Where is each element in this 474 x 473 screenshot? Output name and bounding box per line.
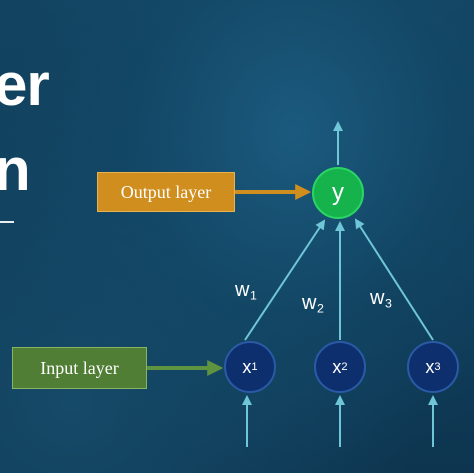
connection-x1-y: [244, 219, 326, 341]
weight-label-w1: w1: [235, 279, 257, 303]
output-layer-label: Output layer: [97, 172, 235, 212]
weight-w3-sub: 3: [384, 296, 393, 311]
input-node-x2-sub: 2: [341, 361, 348, 373]
input-layer-label: Input layer: [12, 347, 147, 389]
connection-x3-y: [354, 218, 434, 341]
input-node-x2-base: x: [332, 356, 342, 377]
weight-label-w2: w2: [302, 292, 324, 316]
weight-w1-sub: 1: [249, 288, 258, 303]
weight-w3-base: w: [370, 287, 385, 309]
output-node-y: y: [312, 167, 364, 219]
weight-w1-base: w: [235, 279, 250, 301]
input-node-x3-base: x: [425, 356, 435, 377]
input-node-x1-base: x: [242, 356, 252, 377]
weight-w2-sub: 2: [316, 301, 325, 316]
input-node-x3-sub: 3: [434, 361, 441, 373]
weight-w2-base: w: [302, 292, 317, 314]
title-underline: [0, 221, 14, 223]
weight-label-w3: w3: [370, 287, 392, 311]
input-node-x1-sub: 1: [251, 361, 258, 373]
title-line-1: er: [0, 51, 50, 118]
title-line-2: n: [0, 136, 31, 203]
